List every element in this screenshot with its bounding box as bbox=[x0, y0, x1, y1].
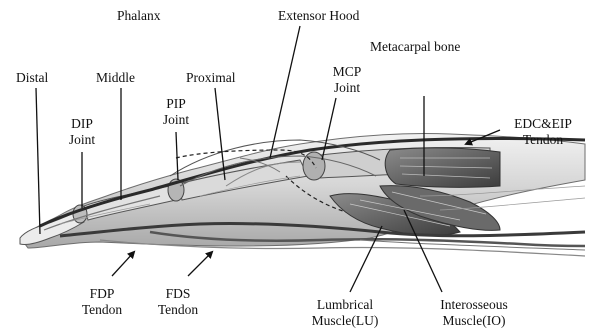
dip-joint-label-line1: DIP bbox=[63, 116, 101, 132]
fdp-arrow bbox=[112, 252, 134, 276]
mcp-joint-label-line2: Joint bbox=[326, 80, 368, 96]
fds-tendon-label: FDS Tendon bbox=[150, 286, 206, 318]
dip-joint-label-line2: Joint bbox=[63, 132, 101, 148]
extensor-hood-leader bbox=[270, 26, 300, 158]
fdp-tendon-label-line1: FDP bbox=[74, 286, 130, 302]
edc-eip-tendon-label-line2: Tendon bbox=[506, 132, 580, 148]
lumbrical-muscle-label-line1: Lumbrical bbox=[300, 297, 390, 313]
phalanx-label: Phalanx bbox=[117, 8, 161, 24]
interosseous-muscle-label: Interosseous Muscle(IO) bbox=[424, 297, 524, 329]
lumbrical-muscle-label: Lumbrical Muscle(LU) bbox=[300, 297, 390, 329]
fds-tendon-label-line2: Tendon bbox=[150, 302, 206, 318]
pip-joint-label-line1: PIP bbox=[156, 96, 196, 112]
interosseous-muscle-label-line1: Interosseous bbox=[424, 297, 524, 313]
middle-label: Middle bbox=[96, 70, 135, 86]
edc-eip-tendon-label-line1: EDC&EIP bbox=[506, 116, 580, 132]
fds-tendon-label-line1: FDS bbox=[150, 286, 206, 302]
metacarpal-bone-label: Metacarpal bone bbox=[370, 39, 460, 55]
fdp-tendon-label: FDP Tendon bbox=[74, 286, 130, 318]
interosseous-muscle-label-line2: Muscle(IO) bbox=[424, 313, 524, 329]
proximal-label: Proximal bbox=[186, 70, 236, 86]
edc-eip-tendon-label: EDC&EIP Tendon bbox=[506, 116, 580, 148]
distal-leader bbox=[36, 88, 40, 234]
dip-joint-label: DIP Joint bbox=[63, 116, 101, 148]
distal-label: Distal bbox=[16, 70, 48, 86]
lumbrical-muscle-label-line2: Muscle(LU) bbox=[300, 313, 390, 329]
extensor-hood-label: Extensor Hood bbox=[278, 8, 359, 24]
fdp-tendon-label-line2: Tendon bbox=[74, 302, 130, 318]
pip-joint-leader bbox=[176, 132, 178, 180]
fds-arrow bbox=[188, 252, 212, 276]
pip-joint-label: PIP Joint bbox=[156, 96, 196, 128]
mcp-joint-label-line1: MCP bbox=[326, 64, 368, 80]
mcp-joint-label: MCP Joint bbox=[326, 64, 368, 96]
pip-joint-label-line2: Joint bbox=[156, 112, 196, 128]
